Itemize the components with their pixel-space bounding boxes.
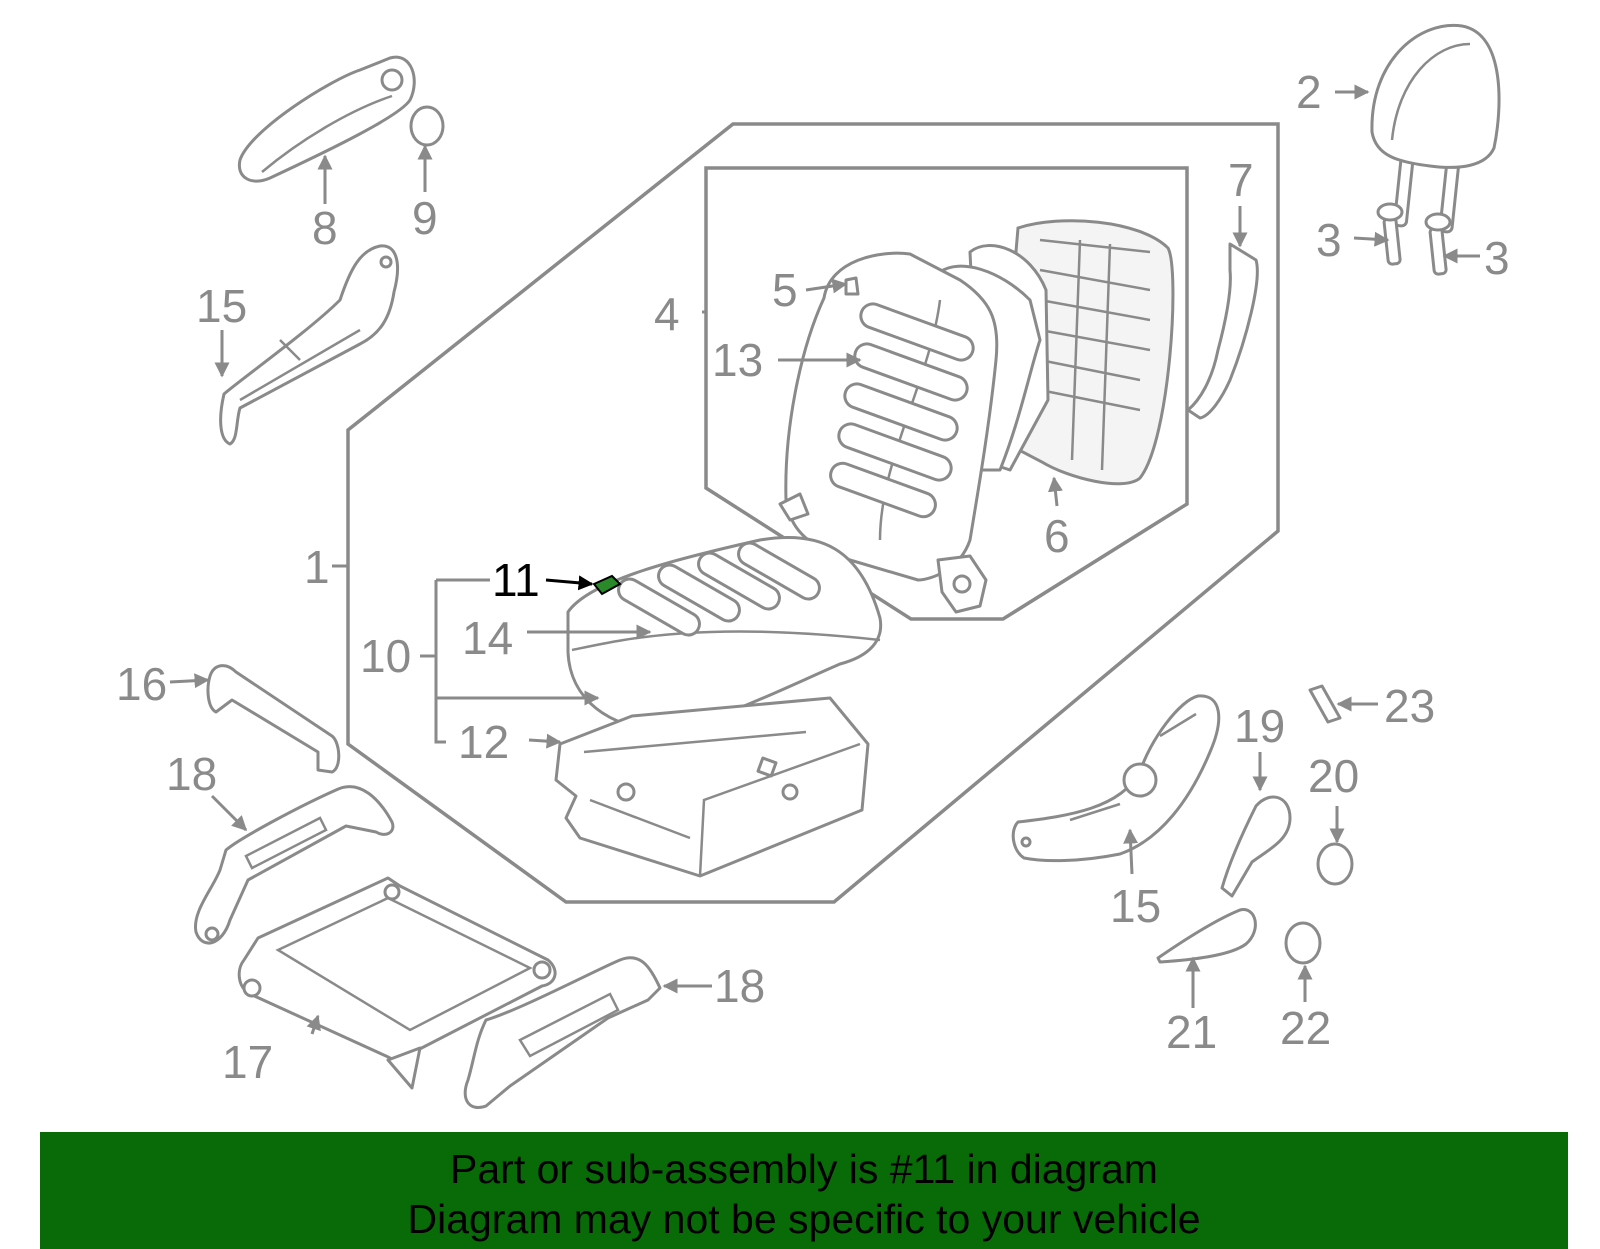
callout-15: 15 (196, 280, 247, 332)
callout-8: 8 (312, 202, 338, 254)
seatback-outline (704, 166, 1189, 621)
side-trim-left-part (219, 244, 399, 446)
cap-22-part (1284, 921, 1322, 965)
cover-18-left-part (194, 785, 395, 945)
callout-labels: 1 2 3 3 4 5 6 7 8 9 10 11 12 13 14 15 15… (116, 66, 1510, 1088)
callout-17: 17 (222, 1036, 273, 1088)
callout-18: 18 (714, 960, 765, 1012)
callout-18: 18 (166, 748, 217, 800)
callout-11: 11 (492, 554, 540, 606)
callout-2: 2 (1296, 66, 1322, 118)
banner-line-disclaimer: Diagram may not be specific to your vehi… (407, 1196, 1201, 1242)
callout-1: 1 (304, 541, 330, 593)
callout-22: 22 (1280, 1002, 1331, 1054)
callout-5: 5 (772, 264, 798, 316)
headrest-part (1370, 23, 1501, 234)
seat-cushion-part (566, 535, 883, 732)
callout-21: 21 (1166, 1006, 1217, 1058)
side-trim-right-part (1011, 694, 1221, 863)
callout-10: 10 (360, 630, 411, 682)
cushion-frame-part (554, 696, 870, 878)
callout-20: 20 (1308, 750, 1359, 802)
armrest-part (237, 55, 445, 183)
handle-21-part (1156, 908, 1257, 964)
cap-20-part (1316, 842, 1354, 886)
leader-lines (169, 84, 1480, 1035)
callout-14: 14 (462, 612, 513, 664)
headrest-guide-part (1376, 202, 1452, 276)
cover-18-right-part (463, 956, 662, 1109)
side-panel-part (1186, 242, 1259, 420)
lever-19-part (1220, 795, 1292, 898)
callout-4: 4 (654, 288, 680, 340)
trim-16-part (206, 664, 341, 774)
callout-6: 6 (1044, 510, 1070, 562)
part-11-highlight (592, 574, 622, 596)
callout-16: 16 (116, 658, 167, 710)
callout-23: 23 (1384, 680, 1435, 732)
seatback-part (778, 219, 1175, 614)
callout-12: 12 (458, 716, 509, 768)
callout-7: 7 (1228, 154, 1254, 206)
callout-15: 15 (1110, 880, 1161, 932)
info-banner: Part or sub-assembly is #11 in diagram D… (40, 1132, 1568, 1249)
callout-19: 19 (1234, 700, 1285, 752)
callout-3: 3 (1484, 232, 1510, 284)
callout-9: 9 (412, 192, 438, 244)
clip-23-part (1308, 684, 1342, 724)
callout-13: 13 (712, 334, 763, 386)
callout-3: 3 (1316, 214, 1342, 266)
banner-line-part-info: Part or sub-assembly is #11 in diagram (450, 1146, 1158, 1192)
seat-assembly-outline (346, 122, 1280, 904)
